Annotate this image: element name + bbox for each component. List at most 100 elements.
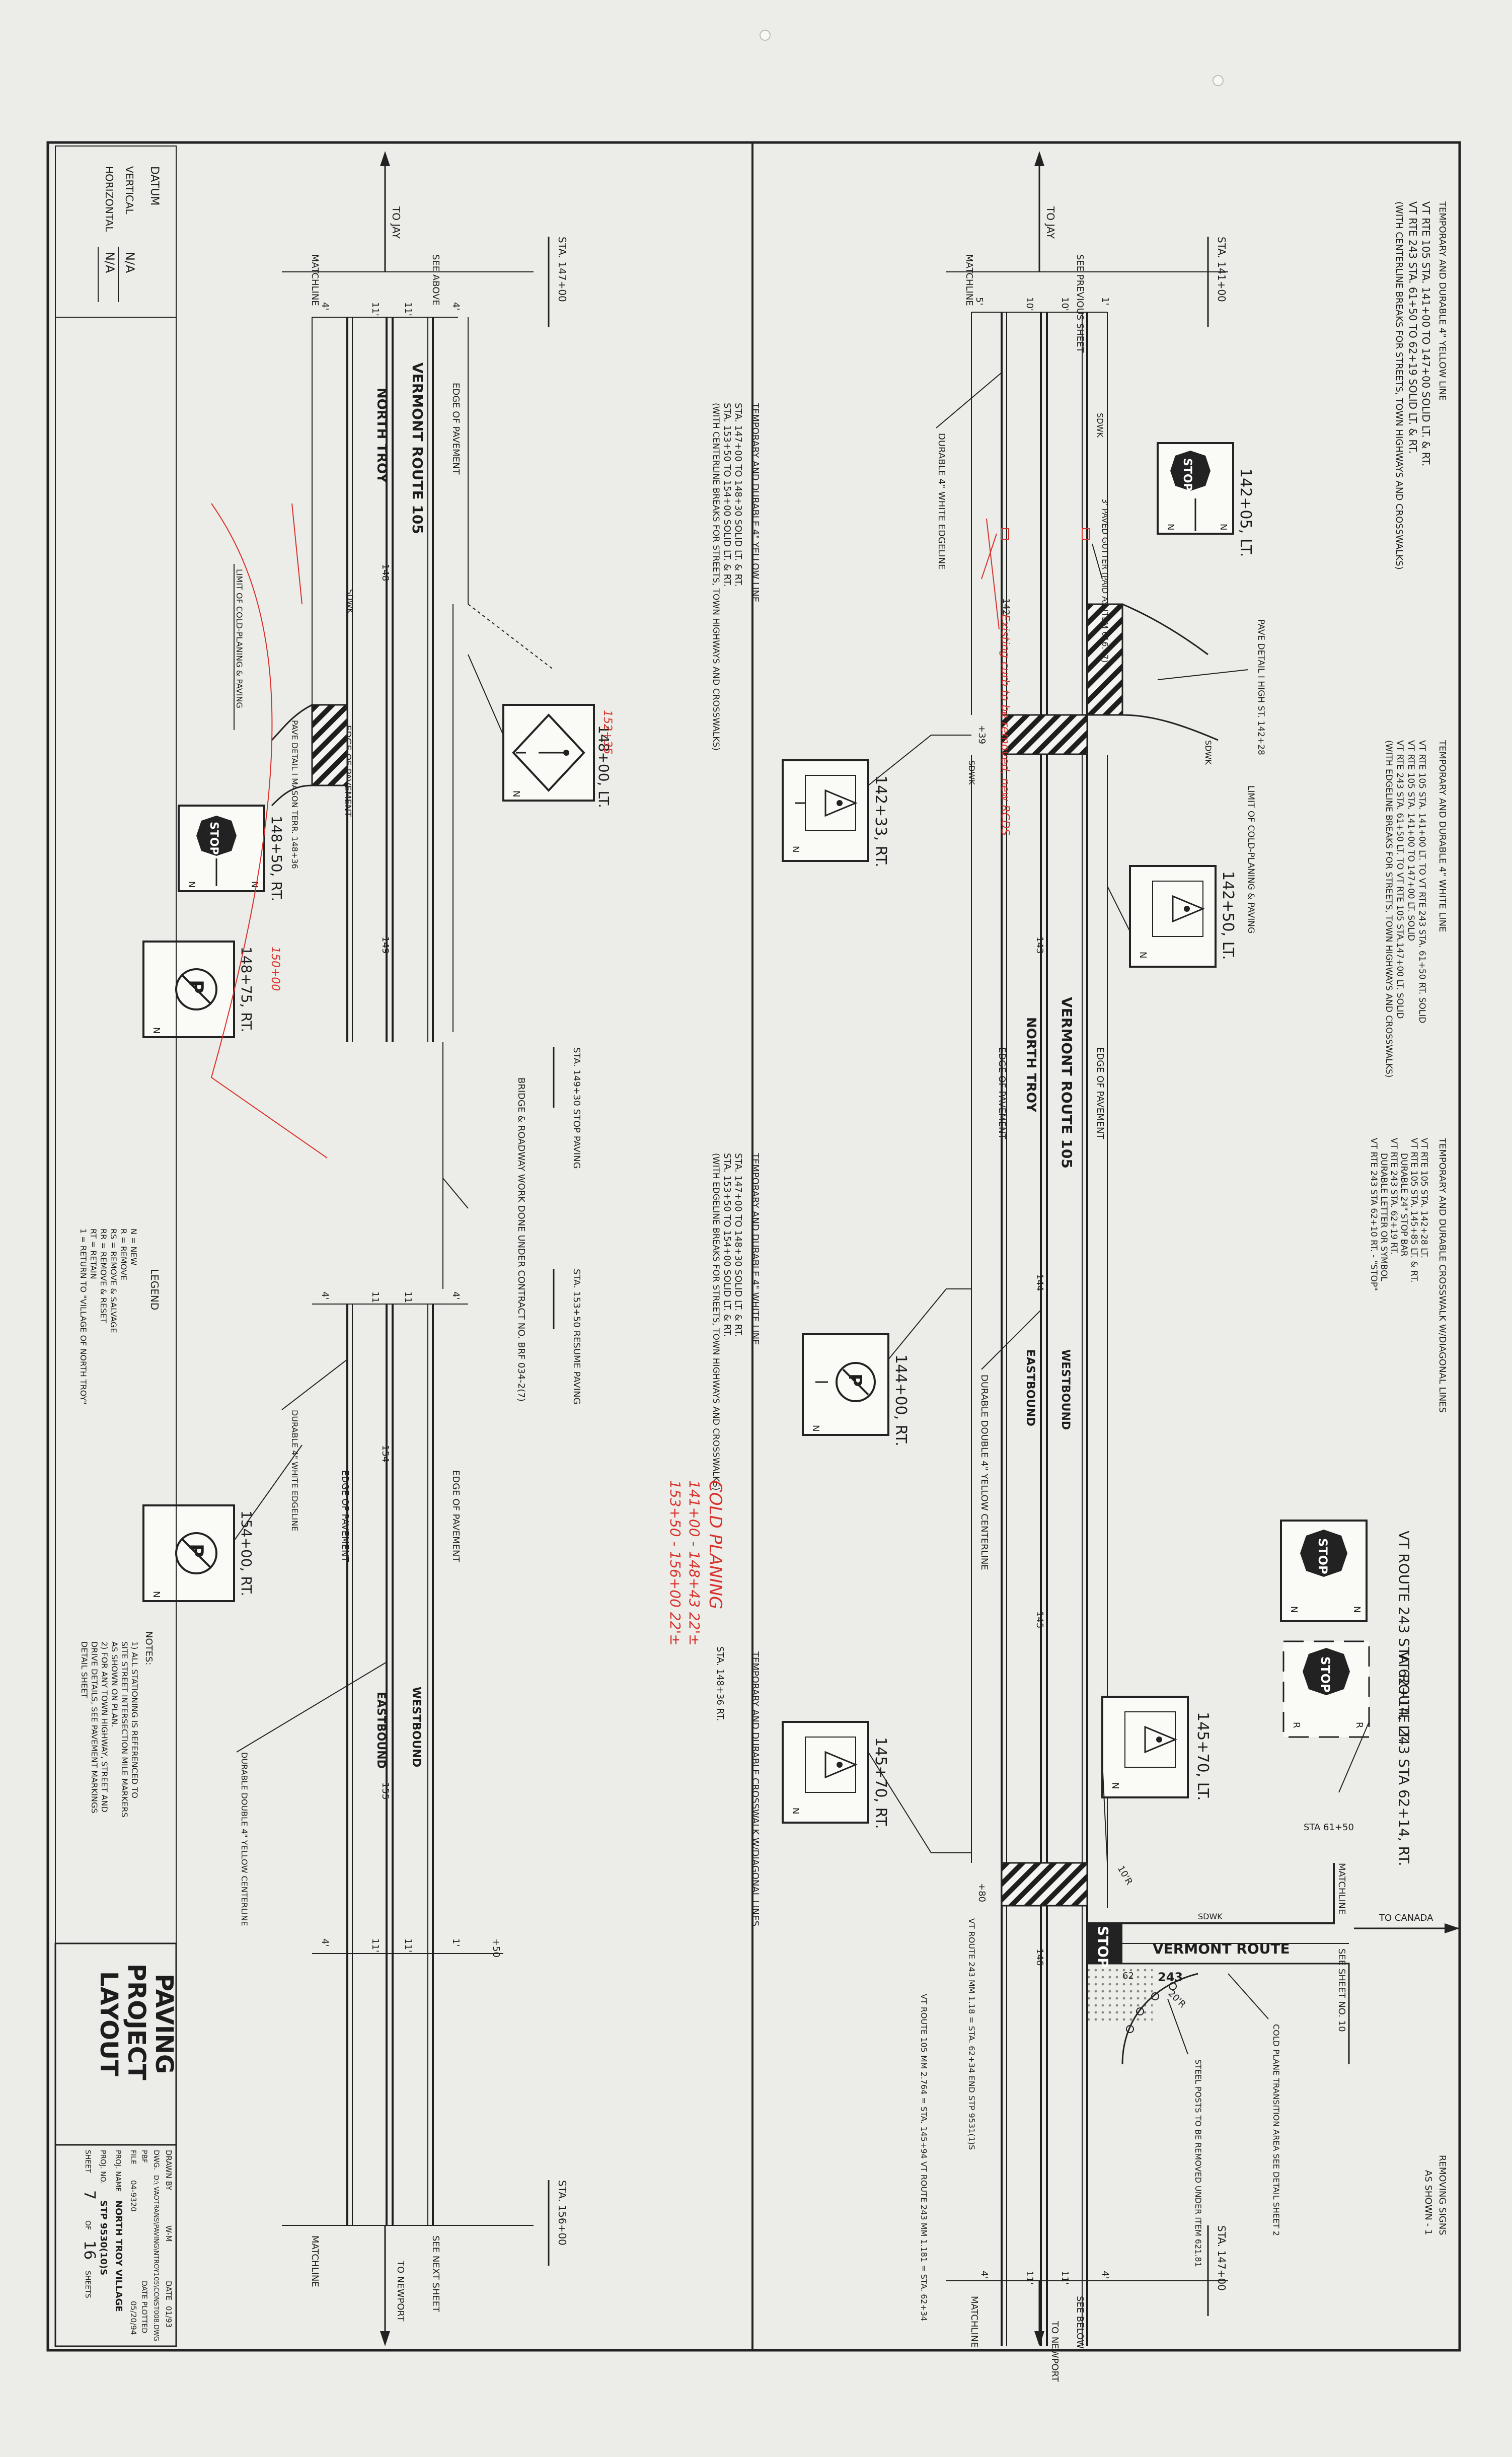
file-label: FILE [129,2150,137,2164]
station-number: 149 [380,936,391,954]
sign-144-00: P N 144+00, RT. [802,1333,910,1447]
double-yellow-note: DURABLE DOUBLE 4" YELLOW CENTERLINE [240,1752,249,1926]
station-end: STA. 147+00 [1216,2225,1228,2291]
double-yellow-note: DURABLE DOUBLE 4" YELLOW CENTERLINE [979,1375,990,1570]
sign-145-70-rt: N 145+70, RT. [782,1721,889,1829]
svg-text:STOP: STOP [1318,1656,1332,1693]
station-start: STA. 147+00 [556,237,568,302]
datum-vertical: VERTICAL [123,166,135,215]
eastbound-label: EASTBOUND [1024,1349,1036,1426]
station-stop: STA. 149+30 STOP PAVING [571,1047,582,1169]
crosswalk-note: VT RTE 105 STA. 145+85 LT. & RT. [1409,1138,1419,1282]
file-number: 04-9320 [129,2180,138,2212]
legend-item: RS = REMOVE & SALVAGE [109,1228,118,1333]
datum-horizontal: HORIZONTAL [103,166,115,232]
sheet-total: 16 [81,2241,98,2260]
punch-hole [760,30,771,41]
sign-148-50: STOP N N 148+50, RT. [178,805,285,901]
sign-label: 145+70, LT. [1194,1712,1212,1801]
crosswalk-148 [311,704,348,786]
station-number: 154 [380,1445,391,1462]
sign-243-stop-lt: STOP N N [1280,1520,1368,1622]
sheet-number: 7 [81,2190,98,2200]
bottom-panel: TEMPORARY AND DURABLE 4" YELLOW LINE STA… [142,151,761,2346]
dim-label: 10' [1060,297,1070,311]
dim-label: 11' [403,1291,413,1306]
pave-detail-note: PAVE DETAIL I MASON TERR. 148+36 [290,720,299,869]
yellow-line-title: TEMPORARY AND DURABLE 4" YELLOW LINE [1437,201,1448,401]
see-above-label: SEE ABOVE [430,254,441,306]
top-panel: TEMPORARY AND DURABLE 4" YELLOW LINE VT … [782,151,1460,2382]
offset-label: +50 [491,1938,501,1958]
route-243-label: VERMONT ROUTE [1153,1940,1290,1957]
route-name: VERMONT ROUTE 105 [409,363,426,534]
svg-text:N: N [790,1808,801,1814]
no-parking-icon [836,1362,876,1402]
svg-text:N: N [151,1027,162,1034]
removing-signs-title: REMOVING SIGNS [1437,2155,1448,2235]
sign-label: VT ROUTE 243 STA 62+14, RT. [1396,1651,1412,1866]
sign-148-75: P N 148+75, RT. [142,941,255,1038]
sheet-title: LAYOUT [95,1971,123,2076]
sign-label: 142+05, LT. [1237,468,1254,557]
route-243-intersection: STOP VERMONT ROUTE 243 62 20'R 10'R SDWK… [919,1822,1460,2321]
sheet-title: PAVING [150,1974,178,2074]
station-label: STA 61+50 [1304,1822,1354,1833]
dim-label: 5' [974,297,985,305]
ped-sign-icon [824,789,858,817]
route-105-road-b [346,1304,434,2225]
white-line-note: VT RTE 105 STA. 141+00 LT. TO VT RTE 243… [1417,740,1427,1023]
stop-sign-icon [1303,1648,1350,1695]
note-line: DRIVE DETAILS, SEE PAVEMENT MARKINGS [90,1641,99,1814]
yellow-line-note: STA. 153+50 TO 154+00 SOLID LT. & RT. [722,403,732,587]
to-jay-label: TO JAY [390,206,402,239]
white-line-note: (WITH EDGELINE BREAKS FOR STREETS, TOWN … [711,1153,721,1490]
steel-posts-note: STEEL POSTS TO BE REMOVED UNDER ITEM 621… [1193,2059,1203,2267]
dim-label: 11' [370,302,381,316]
svg-text:N: N [186,881,197,888]
dim-label: 4' [450,1291,461,1299]
svg-text:STOP: STOP [207,822,220,855]
matchline-label: MATCHLINE [964,254,974,306]
crosswalk-title: TEMPORARY AND DURABLE CROSSWALK W/DIAGON… [1437,1137,1448,1413]
project-number: STP 9530(10)S [98,2200,109,2275]
pbf-label: PBF [140,2150,148,2163]
mile-marker-note: VT ROUTE 243 MM 1.18 = STA. 62+34 END ST… [967,1918,976,2150]
station-number: 145 [1034,1611,1045,1628]
legend-item: R = REMOVE [119,1228,128,1280]
dim-label: 1' [1100,297,1110,305]
red-annotation: 150+00 [269,947,281,991]
svg-text:STOP: STOP [1181,458,1193,491]
punch-hole [1213,75,1224,86]
sign-243-stop-rt: STOP R R [1282,1640,1370,1738]
route-105-road-a [346,317,434,1042]
svg-text:STOP: STOP [1316,1538,1330,1574]
to-canada-label: TO CANADA [1379,1913,1433,1923]
stop-sign-icon [196,816,237,856]
title-block: PAVING PROJECT LAYOUT DRAWN BY W-M DATE … [54,1942,178,2347]
mile-marker-note: VT ROUTE 105 MM 2.764 = STA. 145+94 VT R… [919,1994,929,2321]
yellow-line-title: TEMPORARY AND DURABLE 4" YELLOW LINE [750,402,761,602]
dim-label: 4' [450,302,461,310]
datum-block: DATUM VERTICAL HORIZONTAL N/A N/A [55,146,177,318]
crosswalk-note: STA. 148+36 RT. [715,1646,725,1721]
see-sheet-label: SEE SHEET NO. 10 [1336,1948,1347,2032]
dim-label: 4' [979,2271,990,2279]
stop-legend: STOP [1095,1926,1111,1968]
legend-item: RR = REMOVE & RESET [99,1228,108,1323]
radius-label: 20'R [1166,1988,1187,2010]
white-line-note: STA. 153+50 TO 154+00 SOLID LT. & RT. [722,1153,732,1337]
stop-sign-icon [1170,451,1211,491]
red-annotation: 152+35 [601,710,614,754]
sign-145-70-lt: N 145+70, LT. [1101,1696,1212,1801]
station-number: 148 [380,564,391,581]
station-number: 142 [1001,598,1011,615]
legend-item: 1 = RETURN TO "VILLAGE OF NORTH TROY" [79,1228,88,1405]
datum-vertical-value: N/A [123,252,137,273]
pave-detail-note: PAVE DETAIL I HIGH ST. 142+28 [1256,619,1266,755]
sdwk-label: SDWK [1198,1912,1223,1921]
removing-signs-value: AS SHOWN - 1 [1423,2170,1433,2235]
sign-142-05: STOP N N 142+05, LT. [1157,442,1254,557]
